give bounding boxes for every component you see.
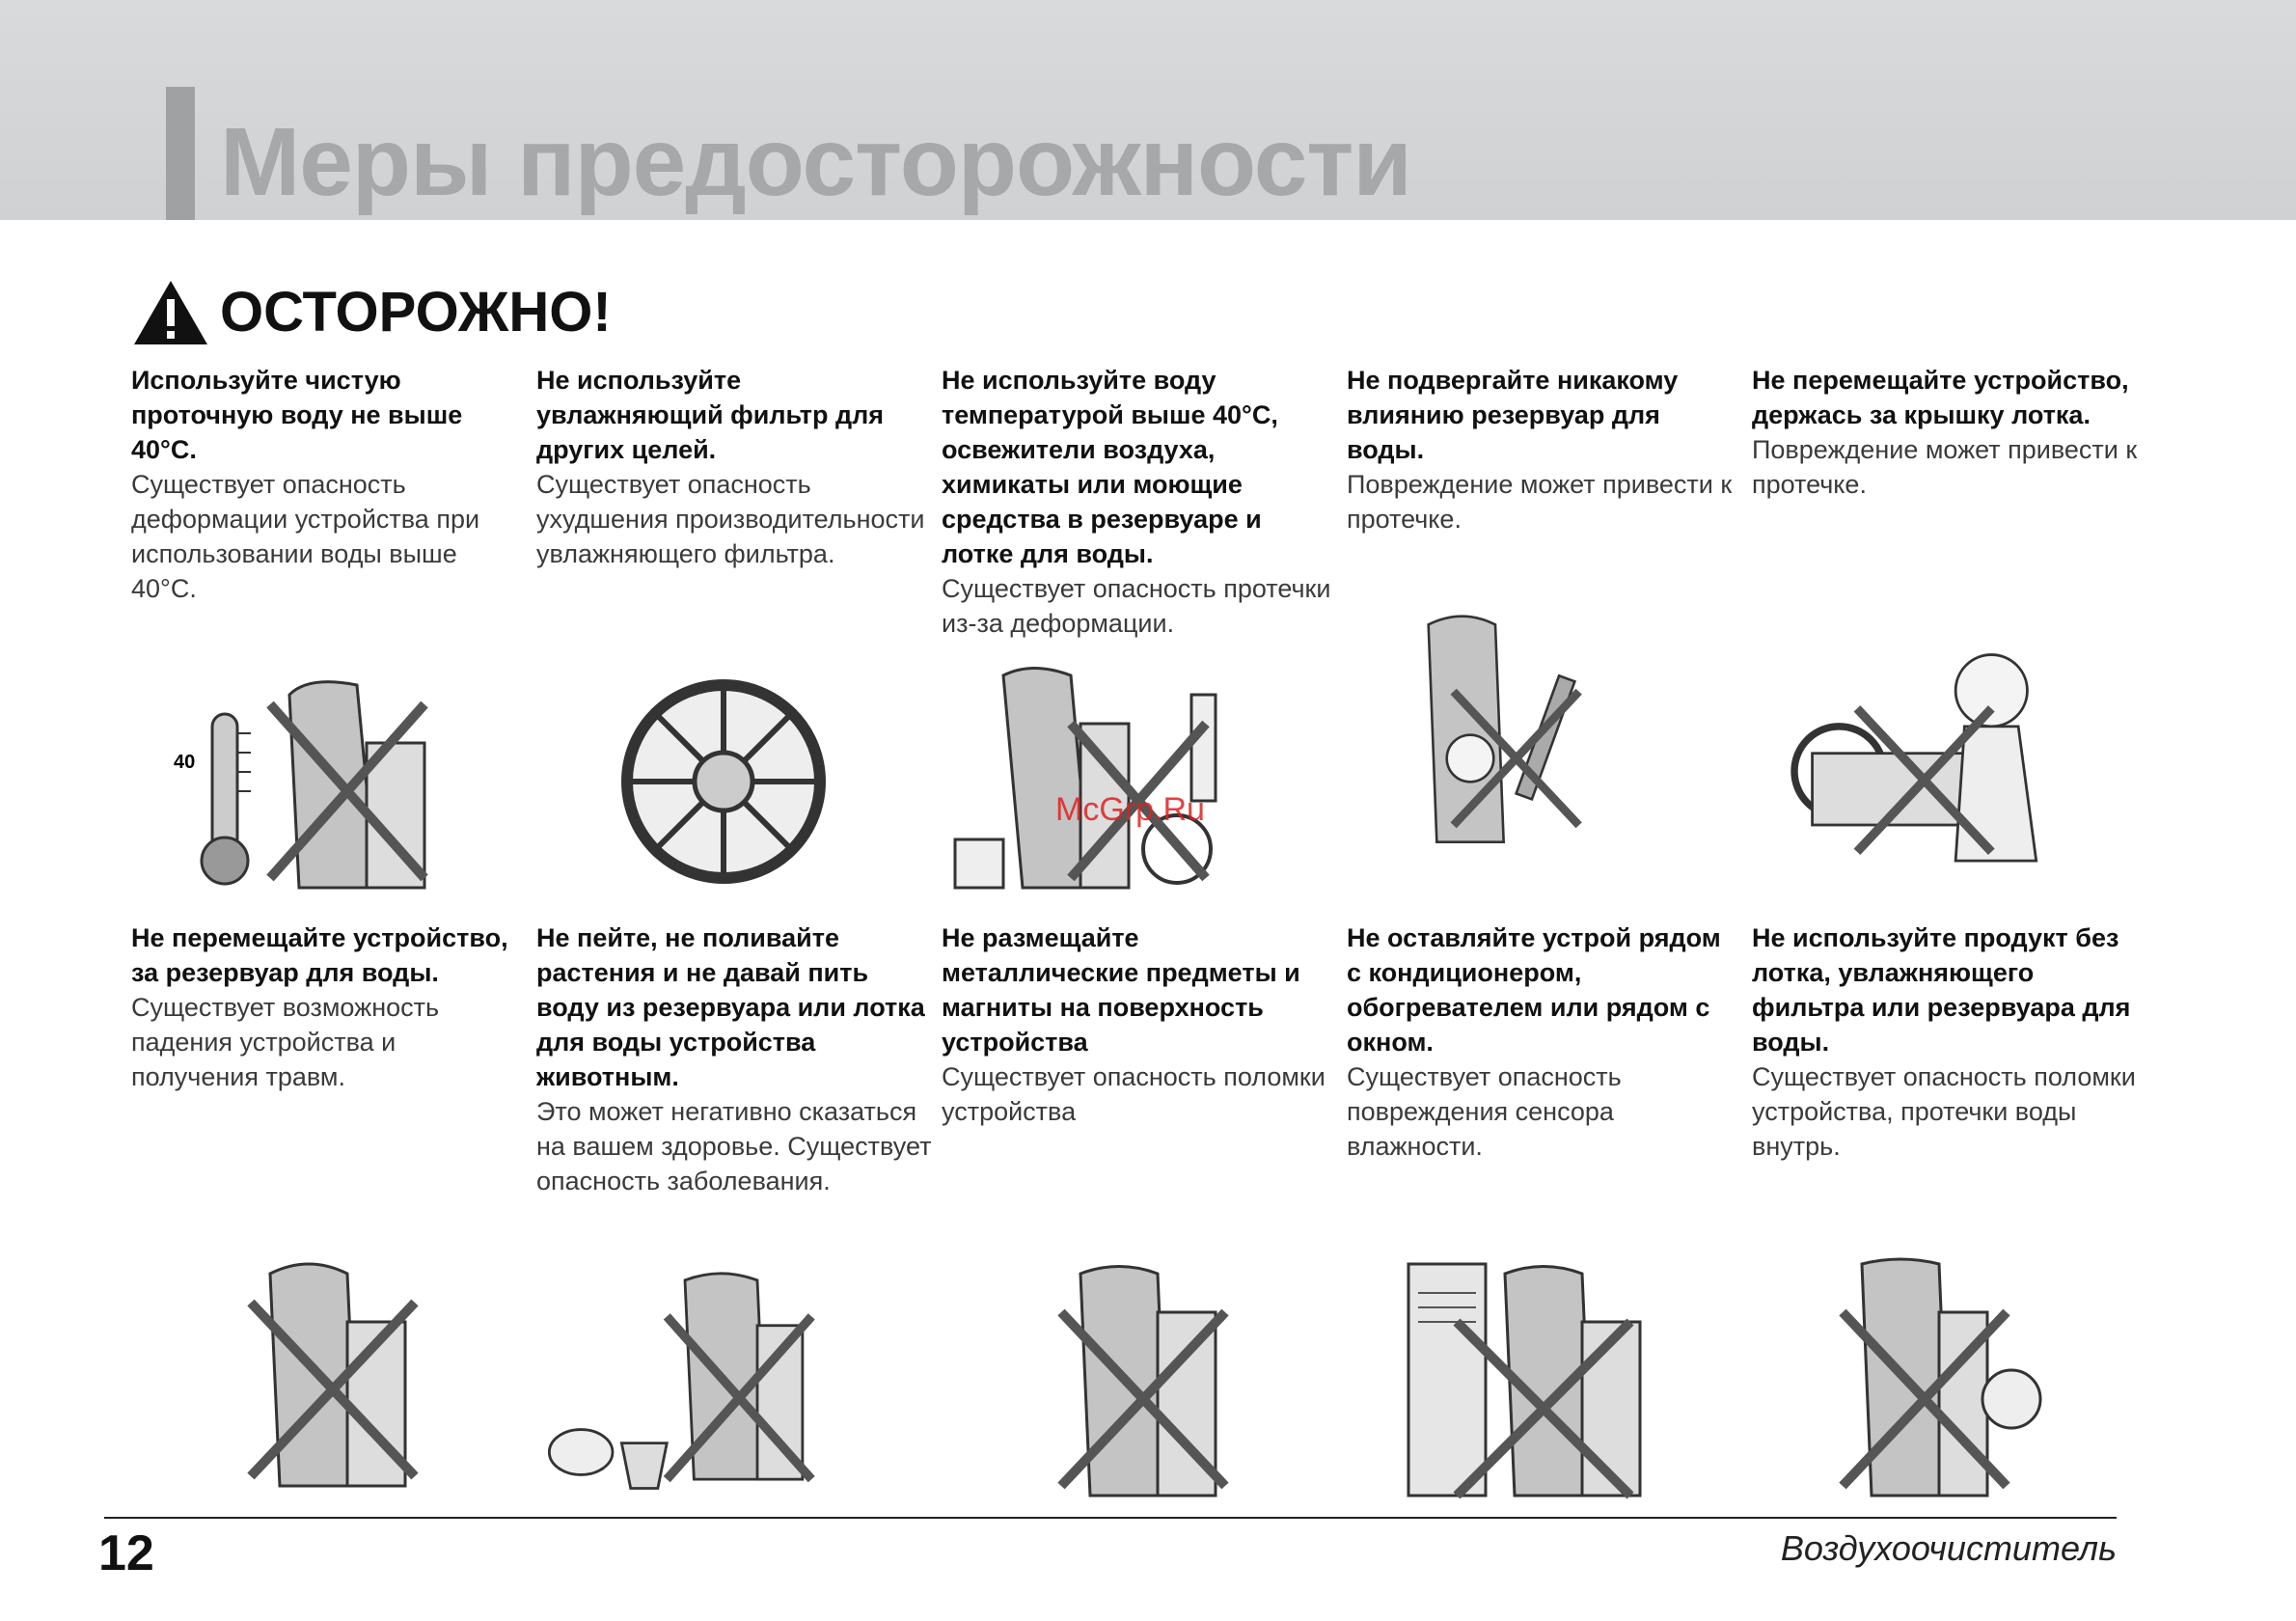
illustration-filter [579, 656, 868, 907]
item-desc: Существует опасность поломки устройства,… [1752, 1062, 2136, 1161]
caution-item-7: Не пейте, не поливайте растения и не дав… [536, 920, 932, 1198]
illustration-missing-parts [1765, 1254, 2055, 1505]
illustration-metal-objects [1003, 1254, 1293, 1505]
caution-item-2: Не используйте увлажняющий фильтр для др… [536, 363, 932, 571]
caution-item-4: Не подвергайте никакому влиянию резервуа… [1347, 363, 1742, 536]
item-desc: Существует опасность протечки из-за дефо… [942, 574, 1331, 638]
item-lead: Не используйте увлажняющий фильтр для др… [536, 366, 885, 464]
caution-item-6: Не перемещайте устройство, за резервуар … [131, 920, 527, 1094]
item-desc: Повреждение может привести к протечке. [1347, 470, 1733, 534]
header-accent-bar [166, 87, 195, 220]
caution-item-3: Не используйте воду температурой выше 40… [942, 363, 1337, 641]
page-number: 12 [98, 1525, 154, 1581]
page-title: Меры предосторожности [220, 108, 1412, 216]
illustration-air-conditioner [1399, 1254, 1688, 1505]
item-lead: Не пейте, не поливайте растения и не дав… [536, 923, 925, 1091]
watermark: McGrp.Ru [1055, 791, 1205, 828]
illustration-carry-tank [193, 1245, 482, 1496]
illustration-pets-plants [540, 1254, 830, 1505]
thermometer-label: 40 [174, 752, 195, 773]
item-lead: Не используйте воду температурой выше 40… [942, 366, 1278, 568]
illustration-chemicals [945, 656, 1235, 907]
item-desc: Существует опасность повреждения сенсора… [1347, 1062, 1622, 1161]
warning-triangle-icon [134, 281, 207, 344]
item-desc: Существует опасность поломки устройства [942, 1062, 1326, 1126]
item-lead: Не используйте продукт без лотка, увлажн… [1752, 923, 2131, 1057]
item-lead: Не перемещайте устройство, за резервуар … [131, 923, 508, 987]
illustration-carry-lid [1775, 637, 2064, 888]
footer-divider [104, 1517, 2117, 1519]
caution-title: ОСТОРОЖНО! [220, 281, 612, 343]
caution-item-9: Не оставляйте устрой рядом с кондиционер… [1347, 920, 1742, 1164]
caution-item-8: Не размещайте металлические предметы и м… [942, 920, 1337, 1129]
item-lead: Не оставляйте устрой рядом с кондиционер… [1347, 923, 1721, 1057]
illustration-tank-impact [1351, 608, 1640, 859]
item-lead: Используйте чистую проточную воду не выш… [131, 366, 463, 464]
item-desc: Существует опасность ухудшения производи… [536, 470, 925, 568]
item-desc: Существует опасность деформации устройст… [131, 470, 480, 603]
caution-item-1: Используйте чистую проточную воду не выш… [131, 363, 527, 606]
caution-item-10: Не используйте продукт без лотка, увлажн… [1752, 920, 2147, 1164]
caution-heading: ОСТОРОЖНО! [131, 278, 612, 347]
caution-item-5: Не перемещайте устройство, держась за кр… [1752, 363, 2147, 502]
header-band [0, 0, 2296, 220]
item-desc: Это может негативно сказаться на вашем з… [536, 1097, 932, 1195]
item-desc: Существует возможность падения устройств… [131, 993, 440, 1091]
product-name: Воздухоочиститель [1780, 1528, 2117, 1568]
item-lead: Не перемещайте устройство, держась за кр… [1752, 366, 2129, 429]
illustration-hot-water: 40 [164, 656, 453, 907]
item-lead: Не подвергайте никакому влиянию резервуа… [1347, 366, 1679, 464]
item-desc: Повреждение может привести к протечке. [1752, 435, 2138, 499]
item-lead: Не размещайте металлические предметы и м… [942, 923, 1300, 1057]
